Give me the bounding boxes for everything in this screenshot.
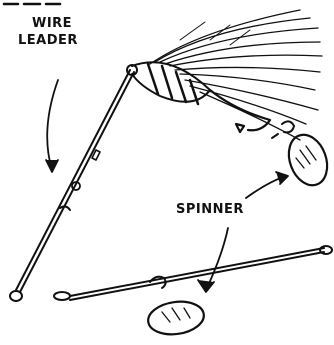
- leader-label: LEADER: [18, 33, 78, 48]
- arrows: [46, 80, 288, 292]
- wire-label: WIRE: [32, 16, 72, 31]
- hook: [210, 90, 270, 132]
- leader-arrow: [47, 80, 58, 170]
- spinner-label: SPINNER: [176, 202, 244, 217]
- spinner-rig-bottom: [54, 246, 332, 338]
- spinner-arrow-bottom: [206, 228, 228, 290]
- wire-leader: [10, 70, 134, 301]
